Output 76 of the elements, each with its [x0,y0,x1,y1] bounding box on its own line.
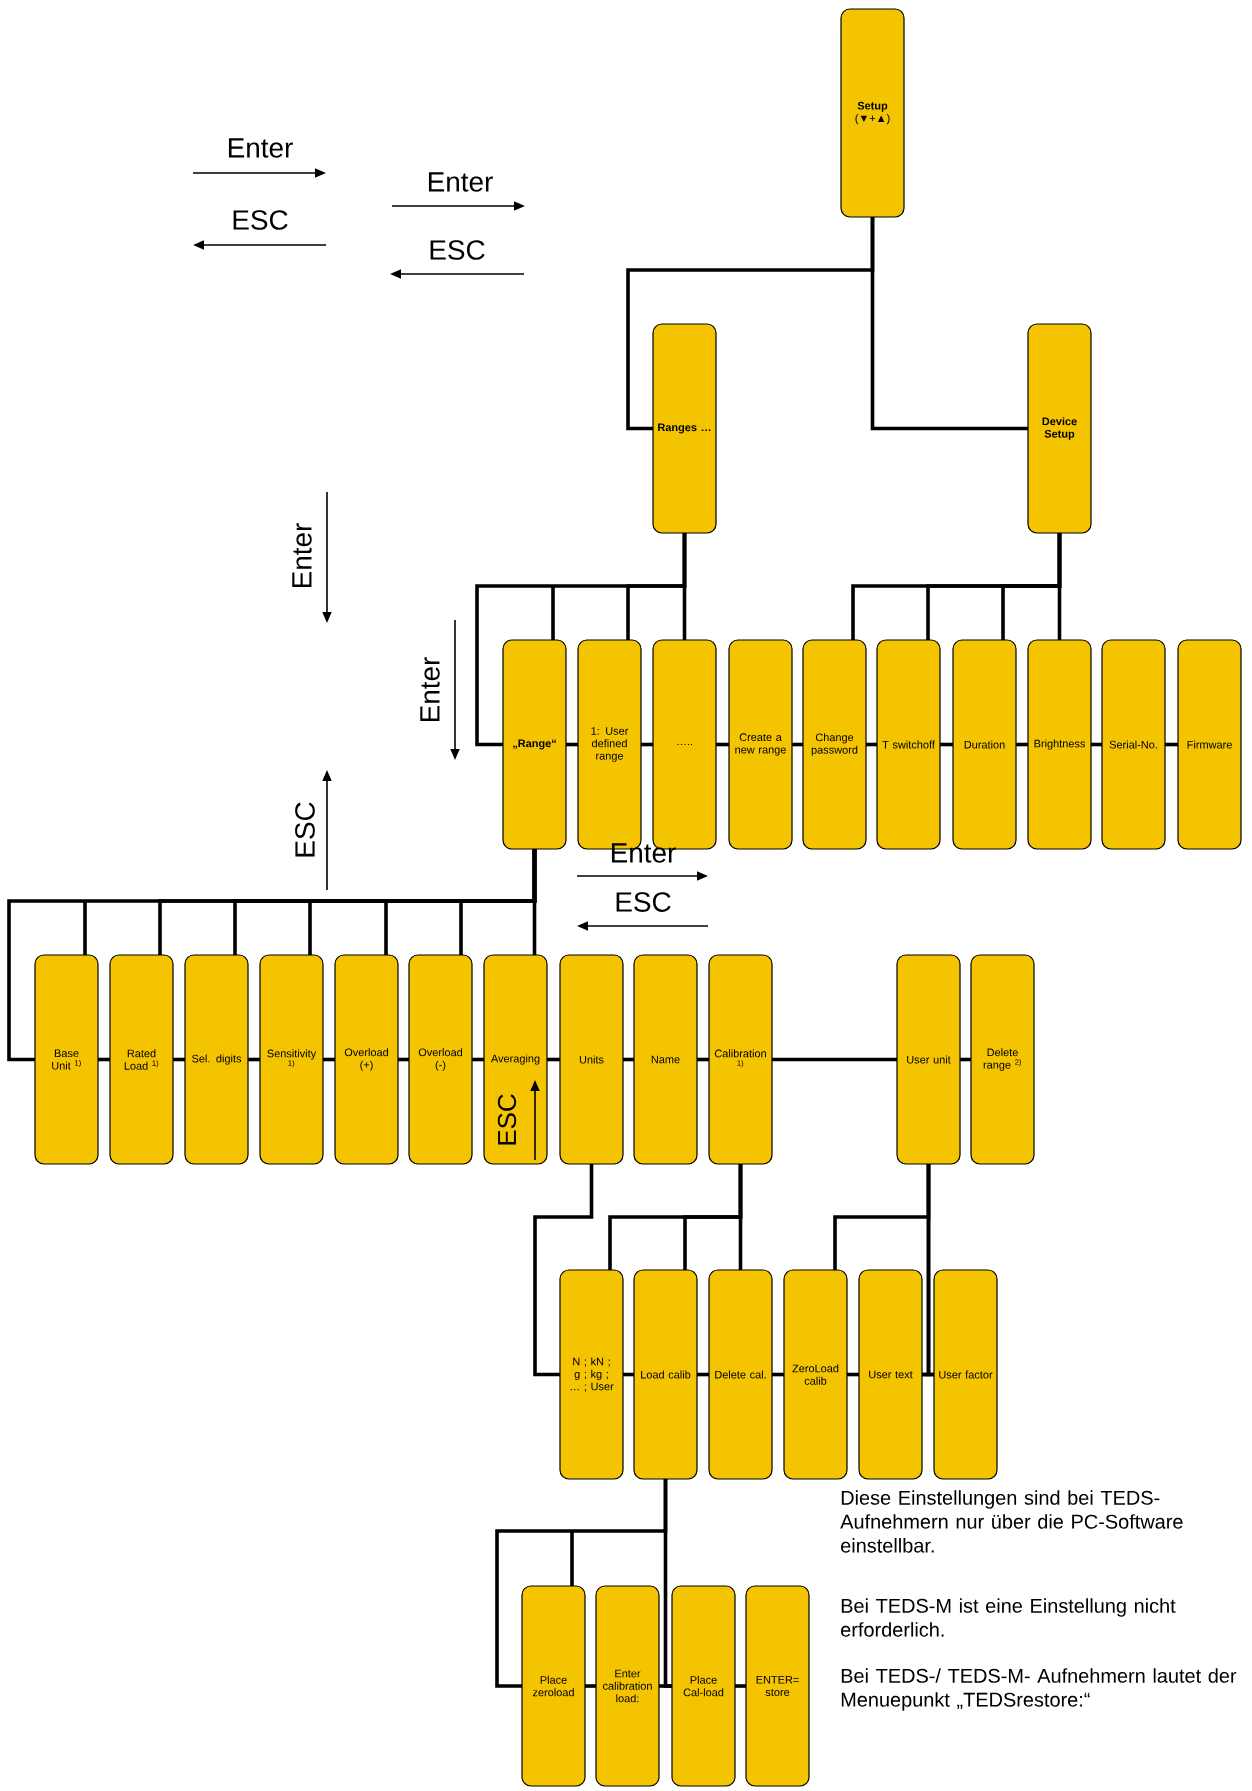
connector-line [697,1372,709,1377]
connector-line [566,742,578,747]
connector-line [173,1057,185,1062]
connector-line [870,217,1028,431]
menu-box: User factor [933,1269,998,1480]
key-label: ESC [295,802,315,857]
connector-line [792,742,803,747]
connector-line [547,1057,560,1062]
connector-line [697,1057,709,1062]
menu-box: Overload (+) [334,954,399,1165]
connector-line [847,1372,859,1377]
menu-box: Enter calibration load: [595,1585,660,1787]
menu-box: Firmware [1177,639,1242,850]
connector-line [682,533,687,640]
connector-line [323,1057,335,1062]
menu-box: Duration [952,639,1017,850]
connector-line [1091,742,1102,747]
connector-line [960,1057,971,1062]
connector-line [641,742,653,747]
connector-line [772,1057,897,1062]
menu-box: Place Cal-load [671,1585,736,1787]
key-label: Enter [292,523,312,588]
menu-box: ZeroLoad calib [783,1269,848,1480]
key-label: ESC [497,1094,517,1145]
note-text: Bei TEDS-M ist eine Einstellung nicht erforderlich. [841,1598,1176,1637]
note-text: Diese Einstellungen sind bei TEDS- Aufnehmern nur über die PC-Software einstellbar. [840,1490,1183,1553]
connector-line [940,742,953,747]
connector-line [772,1372,784,1377]
connector-line [533,1164,594,1377]
connector-line [735,1684,746,1688]
menu-box: Sel. digits [184,954,249,1165]
connector-line [922,1372,934,1377]
connector-line [248,1057,260,1062]
connector-line [398,1057,409,1062]
menu-box: Device Setup [1027,323,1092,534]
connector-line [623,1372,634,1377]
menu-box: User unit [896,954,961,1165]
menu-box: Ranges … [652,323,717,534]
connector-line [472,1057,484,1062]
menu-box: Units [559,954,624,1165]
menu-box: Setup (▼+▲) [840,8,905,218]
menu-box: Load calib [633,1269,698,1480]
key-label: Enter [228,138,293,158]
menu-box: Name [633,954,698,1165]
connector-line [738,1164,743,1270]
menu-box: Delete cal. [708,1269,773,1480]
connector-line [1016,742,1028,747]
menu-box: ENTER= store [745,1585,810,1787]
key-label: ESC [233,210,288,230]
key-label: Enter [428,172,493,192]
menu-box: Place zeroload [521,1585,586,1787]
menu-box: Serial-No. [1101,639,1166,850]
key-label: ESC [430,240,485,260]
note-text: Bei TEDS-/ TEDS-M- Aufnehmern lautet der Menuepunkt „TEDSrestore:“ [841,1668,1237,1711]
key-label: Enter [420,657,440,722]
connector-line [659,1684,672,1688]
connector-line [98,1057,110,1062]
menu-box: Rated Load $^{1)}$ [109,954,174,1165]
menu-box: T switchoff [876,639,941,850]
menu-box: Delete range $^{2)}$ [970,954,1035,1165]
connector-line [532,849,537,955]
connector-line [1165,742,1178,747]
connector-line [585,1684,596,1688]
connector-line [623,1057,634,1062]
connector-line [866,742,877,747]
menu-box: Base Unit $^{1)}$ [34,954,99,1165]
key-label: ESC [616,892,671,912]
menu-box: Change password [802,639,867,850]
menu-box: Overload (-) [408,954,473,1165]
connector-line [716,742,729,747]
menu-box: Brightness [1027,639,1092,850]
menu-box: „Range“ [502,639,567,850]
menu-box: N ; kN ; g ; kg ; … ; User [559,1269,624,1480]
connector-line [1057,533,1062,640]
menu-box: Create a new range [728,639,793,850]
menu-box: User text [858,1269,923,1480]
